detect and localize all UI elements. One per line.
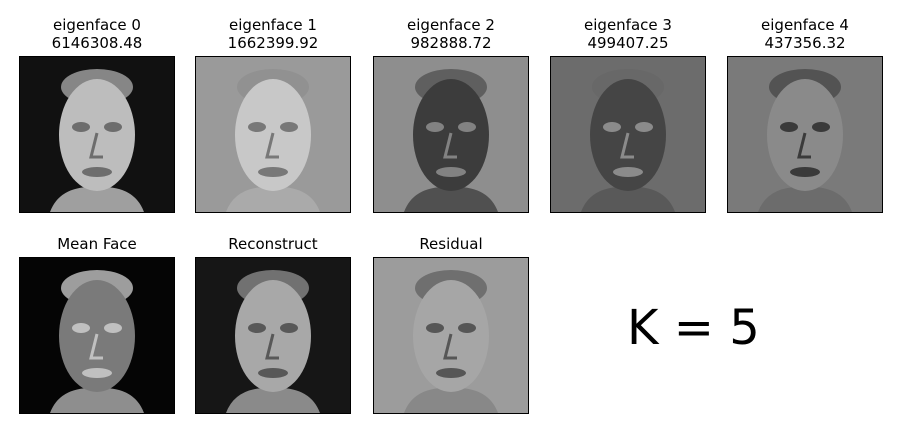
- mean-face-title: Mean Face: [57, 235, 137, 253]
- eigenface-title: eigenface 2: [407, 16, 495, 34]
- reconstruct-image: [195, 257, 351, 414]
- eigenface-image: [550, 56, 706, 213]
- residual-title: Residual: [419, 235, 483, 253]
- eigenface-image: [373, 56, 529, 213]
- eigenvalue-label: 6146308.48: [51, 34, 143, 52]
- eigenface-title: eigenface 4: [761, 16, 849, 34]
- eigenface-image: [195, 56, 351, 213]
- eigenface-image: [19, 56, 175, 213]
- mean-face-image: [19, 257, 175, 414]
- eigenvalue-label: 982888.72: [410, 34, 492, 52]
- residual-image: [373, 257, 529, 414]
- eigenface-image: [727, 56, 883, 213]
- eigenface-title: eigenface 1: [229, 16, 317, 34]
- eigenvalue-label: 499407.25: [587, 34, 669, 52]
- reconstruct-title: Reconstruct: [228, 235, 318, 253]
- eigenface-title: eigenface 0: [53, 16, 141, 34]
- eigenface-title: eigenface 3: [584, 16, 672, 34]
- eigenvalue-label: 437356.32: [764, 34, 846, 52]
- eigenvalue-label: 1662399.92: [227, 34, 319, 52]
- k-value-label: K = 5: [627, 300, 760, 356]
